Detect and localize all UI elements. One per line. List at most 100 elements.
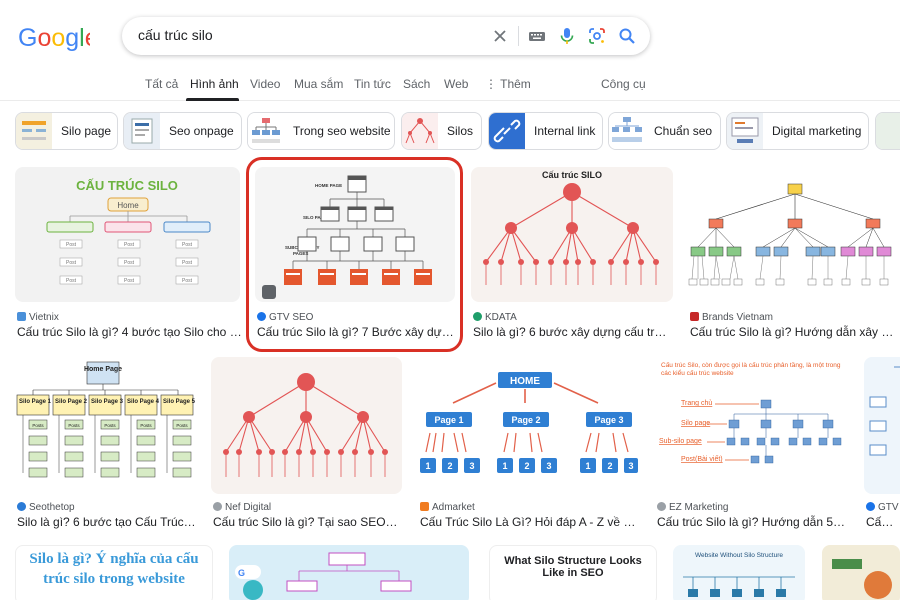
keyboard-icon[interactable]: [526, 25, 548, 47]
result-image[interactable]: [822, 545, 900, 600]
silo-page-label: Silo Page 4: [127, 399, 160, 405]
svg-text:Post: Post: [124, 260, 135, 266]
image-text-home: HOME: [510, 376, 540, 387]
tab-videos[interactable]: Video: [250, 77, 281, 91]
site-favicon-icon: [866, 502, 875, 511]
svg-text:Post: Post: [182, 260, 193, 266]
site-favicon-icon: [213, 502, 222, 511]
svg-text:3: 3: [628, 461, 633, 471]
result-image[interactable]: Cấu trúc SILO: [471, 167, 673, 302]
svg-text:3: 3: [469, 461, 474, 471]
result-image[interactable]: Home Page Silo Page 1 Silo Page 2 Silo P…: [15, 357, 196, 494]
site-favicon-icon: [690, 312, 699, 321]
chip-seo-onpage[interactable]: Seo onpage: [123, 112, 242, 150]
result-image[interactable]: Website Without Silo Structure: [673, 545, 805, 600]
result-title[interactable]: Cấu Trúc Silo Là Gì? Hỏi đáp A - Z về cấ…: [420, 515, 640, 529]
svg-text:Post: Post: [66, 278, 77, 284]
chip-thumbnail: [124, 113, 160, 149]
svg-text:3: 3: [546, 461, 551, 471]
chip-trong-seo-website[interactable]: Trong seo website: [247, 112, 395, 150]
result-title[interactable]: Cấu trúc Silo là gì? Hướng dẫn 5 b...: [657, 515, 847, 529]
image-text-heading: Silo là gì? Ý nghĩa của cấu trúc silo tr…: [29, 551, 199, 587]
chip-label: Seo onpage: [169, 124, 234, 138]
svg-text:Page 1: Page 1: [434, 415, 463, 425]
tab-more[interactable]: ⋮ Thêm: [485, 77, 531, 91]
svg-text:Post: Post: [66, 260, 77, 266]
site-favicon-icon: [657, 502, 666, 511]
image-text-heading: Cấu trúc SILO: [542, 170, 602, 180]
result-source: KDATA: [473, 312, 517, 323]
chip-thumbnail: [489, 113, 525, 149]
svg-text:2: 2: [524, 461, 529, 471]
image-text-intro: Cấu trúc Silo, còn được gọi là cấu trúc …: [661, 362, 841, 377]
image-text-heading: CẤU TRÚC SILO: [76, 178, 178, 193]
save-image-icon[interactable]: [262, 285, 276, 299]
search-input[interactable]: cấu trúc silo: [138, 27, 213, 43]
result-image[interactable]: [688, 167, 900, 302]
result-title[interactable]: Silo là gì? 6 bước tạo Cấu Trúc Si...: [17, 515, 197, 529]
result-source: GTV SEO: [257, 312, 313, 323]
site-favicon-icon: [420, 502, 429, 511]
result-image[interactable]: Silo là gì? Ý nghĩa của cấu trúc silo tr…: [15, 545, 213, 600]
svg-text:Google: Google: [18, 24, 90, 52]
tab-web[interactable]: Web: [444, 77, 469, 91]
result-image[interactable]: What Silo Structure Looks Like in SEO: [489, 545, 657, 600]
chip-chuan-seo[interactable]: Chuẩn seo: [608, 112, 721, 150]
search-box[interactable]: cấu trúc silo: [122, 17, 650, 55]
silo-page-label: Silo Page 1: [19, 399, 52, 405]
result-title[interactable]: Cấu trúc Silo là gì? Hướng dẫn xây dựng …: [690, 325, 900, 339]
result-image[interactable]: [864, 357, 900, 494]
result-image[interactable]: [211, 357, 402, 494]
svg-text:1: 1: [502, 461, 507, 471]
result-source: Vietnix: [17, 312, 59, 323]
google-lens-icon[interactable]: [586, 25, 608, 47]
tab-shopping[interactable]: Mua sắm: [294, 77, 344, 91]
chip-thumbnail: [248, 113, 284, 149]
tab-tools[interactable]: Công cụ: [601, 77, 646, 91]
site-favicon-icon: [17, 312, 26, 321]
result-title[interactable]: Cấu t...: [866, 515, 900, 529]
result-source: EZ Marketing: [657, 502, 728, 513]
google-logo[interactable]: Google: [18, 22, 90, 54]
tab-images[interactable]: Hình ảnh: [190, 77, 239, 91]
svg-text:Sub-silo page: Sub-silo page: [659, 438, 702, 445]
svg-text:Page 2: Page 2: [511, 415, 540, 425]
chip-thumbnail: [727, 113, 763, 149]
silo-page-label: Silo Page 2: [55, 399, 88, 405]
chip-internal-link[interactable]: Internal link: [488, 112, 603, 150]
svg-text:1: 1: [585, 461, 590, 471]
search-tabs: Tất cả Hình ảnh Video Mua sắm Tin tức Sá…: [0, 68, 900, 101]
image-text-home: Home Page: [84, 366, 122, 373]
result-image[interactable]: HOME PAGE SILO PAGE SUBCATEGORY PAGES: [255, 167, 455, 302]
site-favicon-icon: [17, 502, 26, 511]
tab-all[interactable]: Tất cả: [145, 77, 179, 91]
search-icon[interactable]: [616, 25, 638, 47]
result-image[interactable]: Cấu trúc Silo, còn được gọi là cấu trúc …: [655, 357, 848, 494]
chip-more[interactable]: [875, 112, 900, 150]
result-source: Seothetop: [17, 502, 75, 513]
tab-news[interactable]: Tin tức: [354, 77, 391, 91]
svg-text:Post: Post: [124, 278, 135, 284]
svg-text:Silo page: Silo page: [681, 420, 710, 427]
svg-text:Page 3: Page 3: [594, 415, 623, 425]
chip-silo-page[interactable]: Silo page: [15, 112, 118, 150]
result-title[interactable]: Cấu trúc Silo là gì? 4 bước tạo Silo cho…: [17, 325, 242, 339]
result-image[interactable]: G: [229, 545, 469, 600]
svg-text:Posts: Posts: [140, 423, 152, 428]
clear-icon[interactable]: [489, 25, 511, 47]
chip-digital-marketing[interactable]: Digital marketing: [726, 112, 869, 150]
image-text-home: Home: [117, 201, 139, 210]
chip-silos[interactable]: Silos: [401, 112, 482, 150]
result-title[interactable]: Silo là gì? 6 bước xây dựng cấu trúc ...: [473, 325, 671, 339]
svg-text:Post(Bài viết): Post(Bài viết): [681, 454, 723, 463]
result-source: Nef Digital: [213, 502, 271, 513]
microphone-icon[interactable]: [556, 25, 578, 47]
tab-books[interactable]: Sách: [403, 77, 431, 91]
silo-page-label: Silo Page 5: [163, 399, 196, 405]
chip-label: Silos: [447, 124, 474, 138]
result-title[interactable]: Cấu trúc Silo là gì? Tại sao SEOer ...: [213, 515, 403, 529]
chip-thumbnail: [609, 113, 645, 149]
svg-text:Posts: Posts: [68, 423, 80, 428]
